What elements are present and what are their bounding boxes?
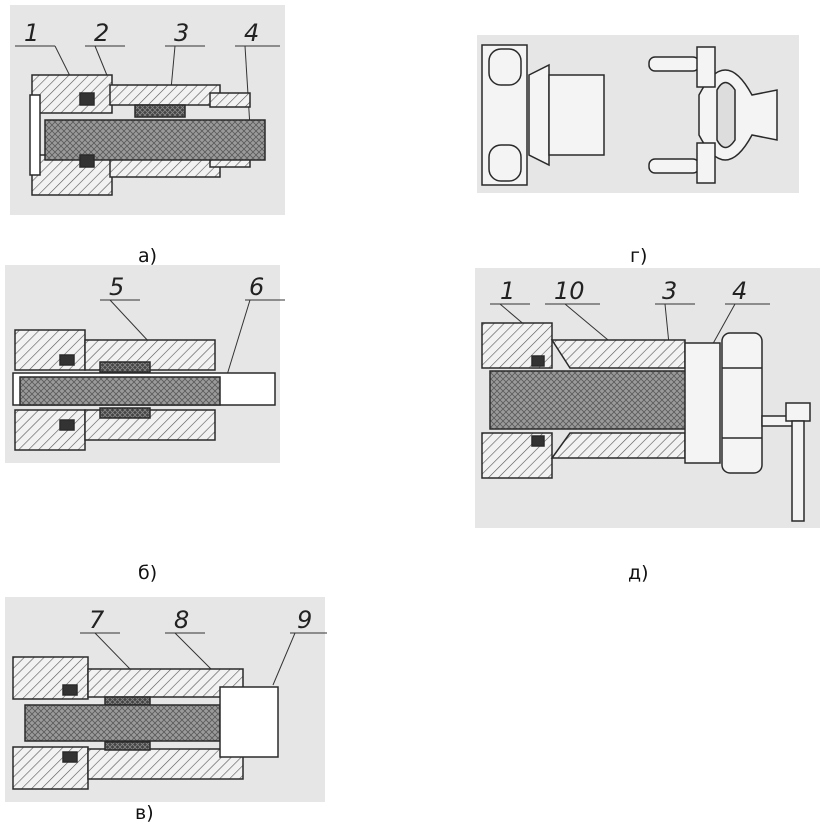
figure-b-drawing: 5 6 [5, 265, 285, 463]
callout-4b: 4 [732, 277, 747, 305]
figure-a: 1 2 3 4 [10, 5, 295, 220]
callout-2: 2 [94, 19, 109, 47]
figure-v-drawing: 7 8 9 [5, 597, 327, 802]
callout-8: 8 [174, 606, 189, 634]
callout-5: 5 [109, 273, 124, 301]
caption-b: б) [138, 562, 158, 584]
callout-4: 4 [244, 19, 259, 47]
callout-9: 9 [297, 606, 312, 634]
figure-g-drawing [477, 35, 799, 193]
caption-v: в) [135, 802, 154, 824]
figure-d-drawing: 1 10 3 4 [475, 268, 820, 528]
callout-7: 7 [89, 606, 105, 634]
callout-1b: 1 [500, 277, 515, 305]
caption-d: д) [628, 562, 649, 584]
figure-g [477, 35, 802, 195]
figure-v: 7 8 9 [5, 597, 330, 802]
figure-b: 5 6 [5, 265, 295, 465]
callout-6: 6 [249, 273, 264, 301]
caption-g: г) [630, 245, 648, 267]
callout-1: 1 [24, 19, 39, 47]
callout-10: 10 [554, 277, 585, 305]
figure-d: 1 10 3 4 [470, 268, 821, 533]
caption-a: а) [138, 245, 158, 267]
callout-3b: 3 [662, 277, 677, 305]
figure-a-drawing: 1 2 3 4 [10, 5, 285, 215]
callout-3: 3 [174, 19, 189, 47]
